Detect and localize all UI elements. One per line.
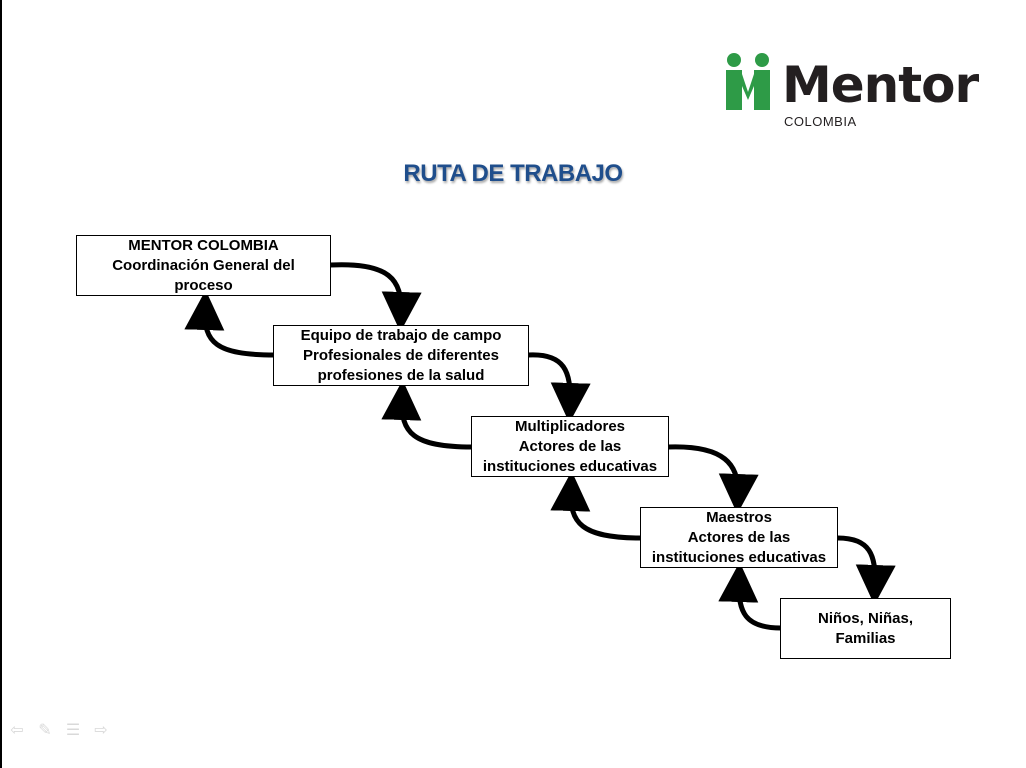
down-arrow-1 bbox=[329, 262, 422, 332]
box-line: Maestros bbox=[706, 508, 772, 526]
box-line: Profesionales de diferentes bbox=[303, 346, 499, 364]
box-maestros: Maestros Actores de las instituciones ed… bbox=[640, 507, 838, 568]
up-arrow-4 bbox=[718, 562, 782, 631]
box-line: Familias bbox=[835, 629, 896, 647]
box-line: Actores de las bbox=[518, 437, 622, 455]
box-line: profesiones de la salud bbox=[317, 366, 485, 384]
mentor-figures-icon bbox=[726, 53, 770, 110]
pen-icon[interactable]: ✎ bbox=[38, 722, 52, 739]
box-line: Actores de las bbox=[687, 528, 791, 546]
up-arrow-3 bbox=[550, 471, 642, 541]
slide-title: RUTA DE TRABAJO bbox=[403, 160, 623, 187]
slide-left-edge bbox=[0, 0, 2, 768]
up-arrow-2 bbox=[381, 380, 473, 450]
slideshow-controls: ⇦ ✎ ☰ ⇨ bbox=[8, 722, 110, 740]
box-line: proceso bbox=[174, 276, 233, 294]
box-line: instituciones educativas bbox=[482, 457, 658, 475]
box-line: instituciones educativas bbox=[651, 548, 827, 566]
box-line: Niños, Niñas, bbox=[817, 609, 914, 627]
down-arrow-2 bbox=[527, 352, 591, 423]
box-multiplicadores: Multiplicadores Actores de las instituci… bbox=[471, 416, 669, 477]
box-line: MENTOR COLOMBIA bbox=[128, 236, 279, 254]
box-line: Multiplicadores bbox=[514, 417, 626, 435]
down-arrow-4 bbox=[837, 535, 896, 605]
logo-subtitle: COLOMBIA bbox=[784, 114, 857, 129]
logo-wordmark: Mentor bbox=[782, 56, 979, 114]
menu-icon[interactable]: ☰ bbox=[65, 722, 81, 739]
back-arrow-icon[interactable]: ⇦ bbox=[10, 722, 24, 739]
up-arrow-1 bbox=[184, 290, 276, 358]
down-arrow-3 bbox=[667, 444, 759, 514]
box-line: Coordinación General del bbox=[112, 256, 295, 274]
forward-arrow-icon[interactable]: ⇨ bbox=[94, 722, 108, 739]
mentor-logo: Mentor COLOMBIA bbox=[724, 52, 979, 132]
box-ninos-familias: Niños, Niñas, Familias bbox=[780, 598, 951, 659]
box-mentor-colombia: MENTOR COLOMBIA Coordinación General del… bbox=[76, 235, 331, 296]
box-equipo-campo: Equipo de trabajo de campo Profesionales… bbox=[273, 325, 529, 386]
box-line: Equipo de trabajo de campo bbox=[300, 326, 502, 344]
